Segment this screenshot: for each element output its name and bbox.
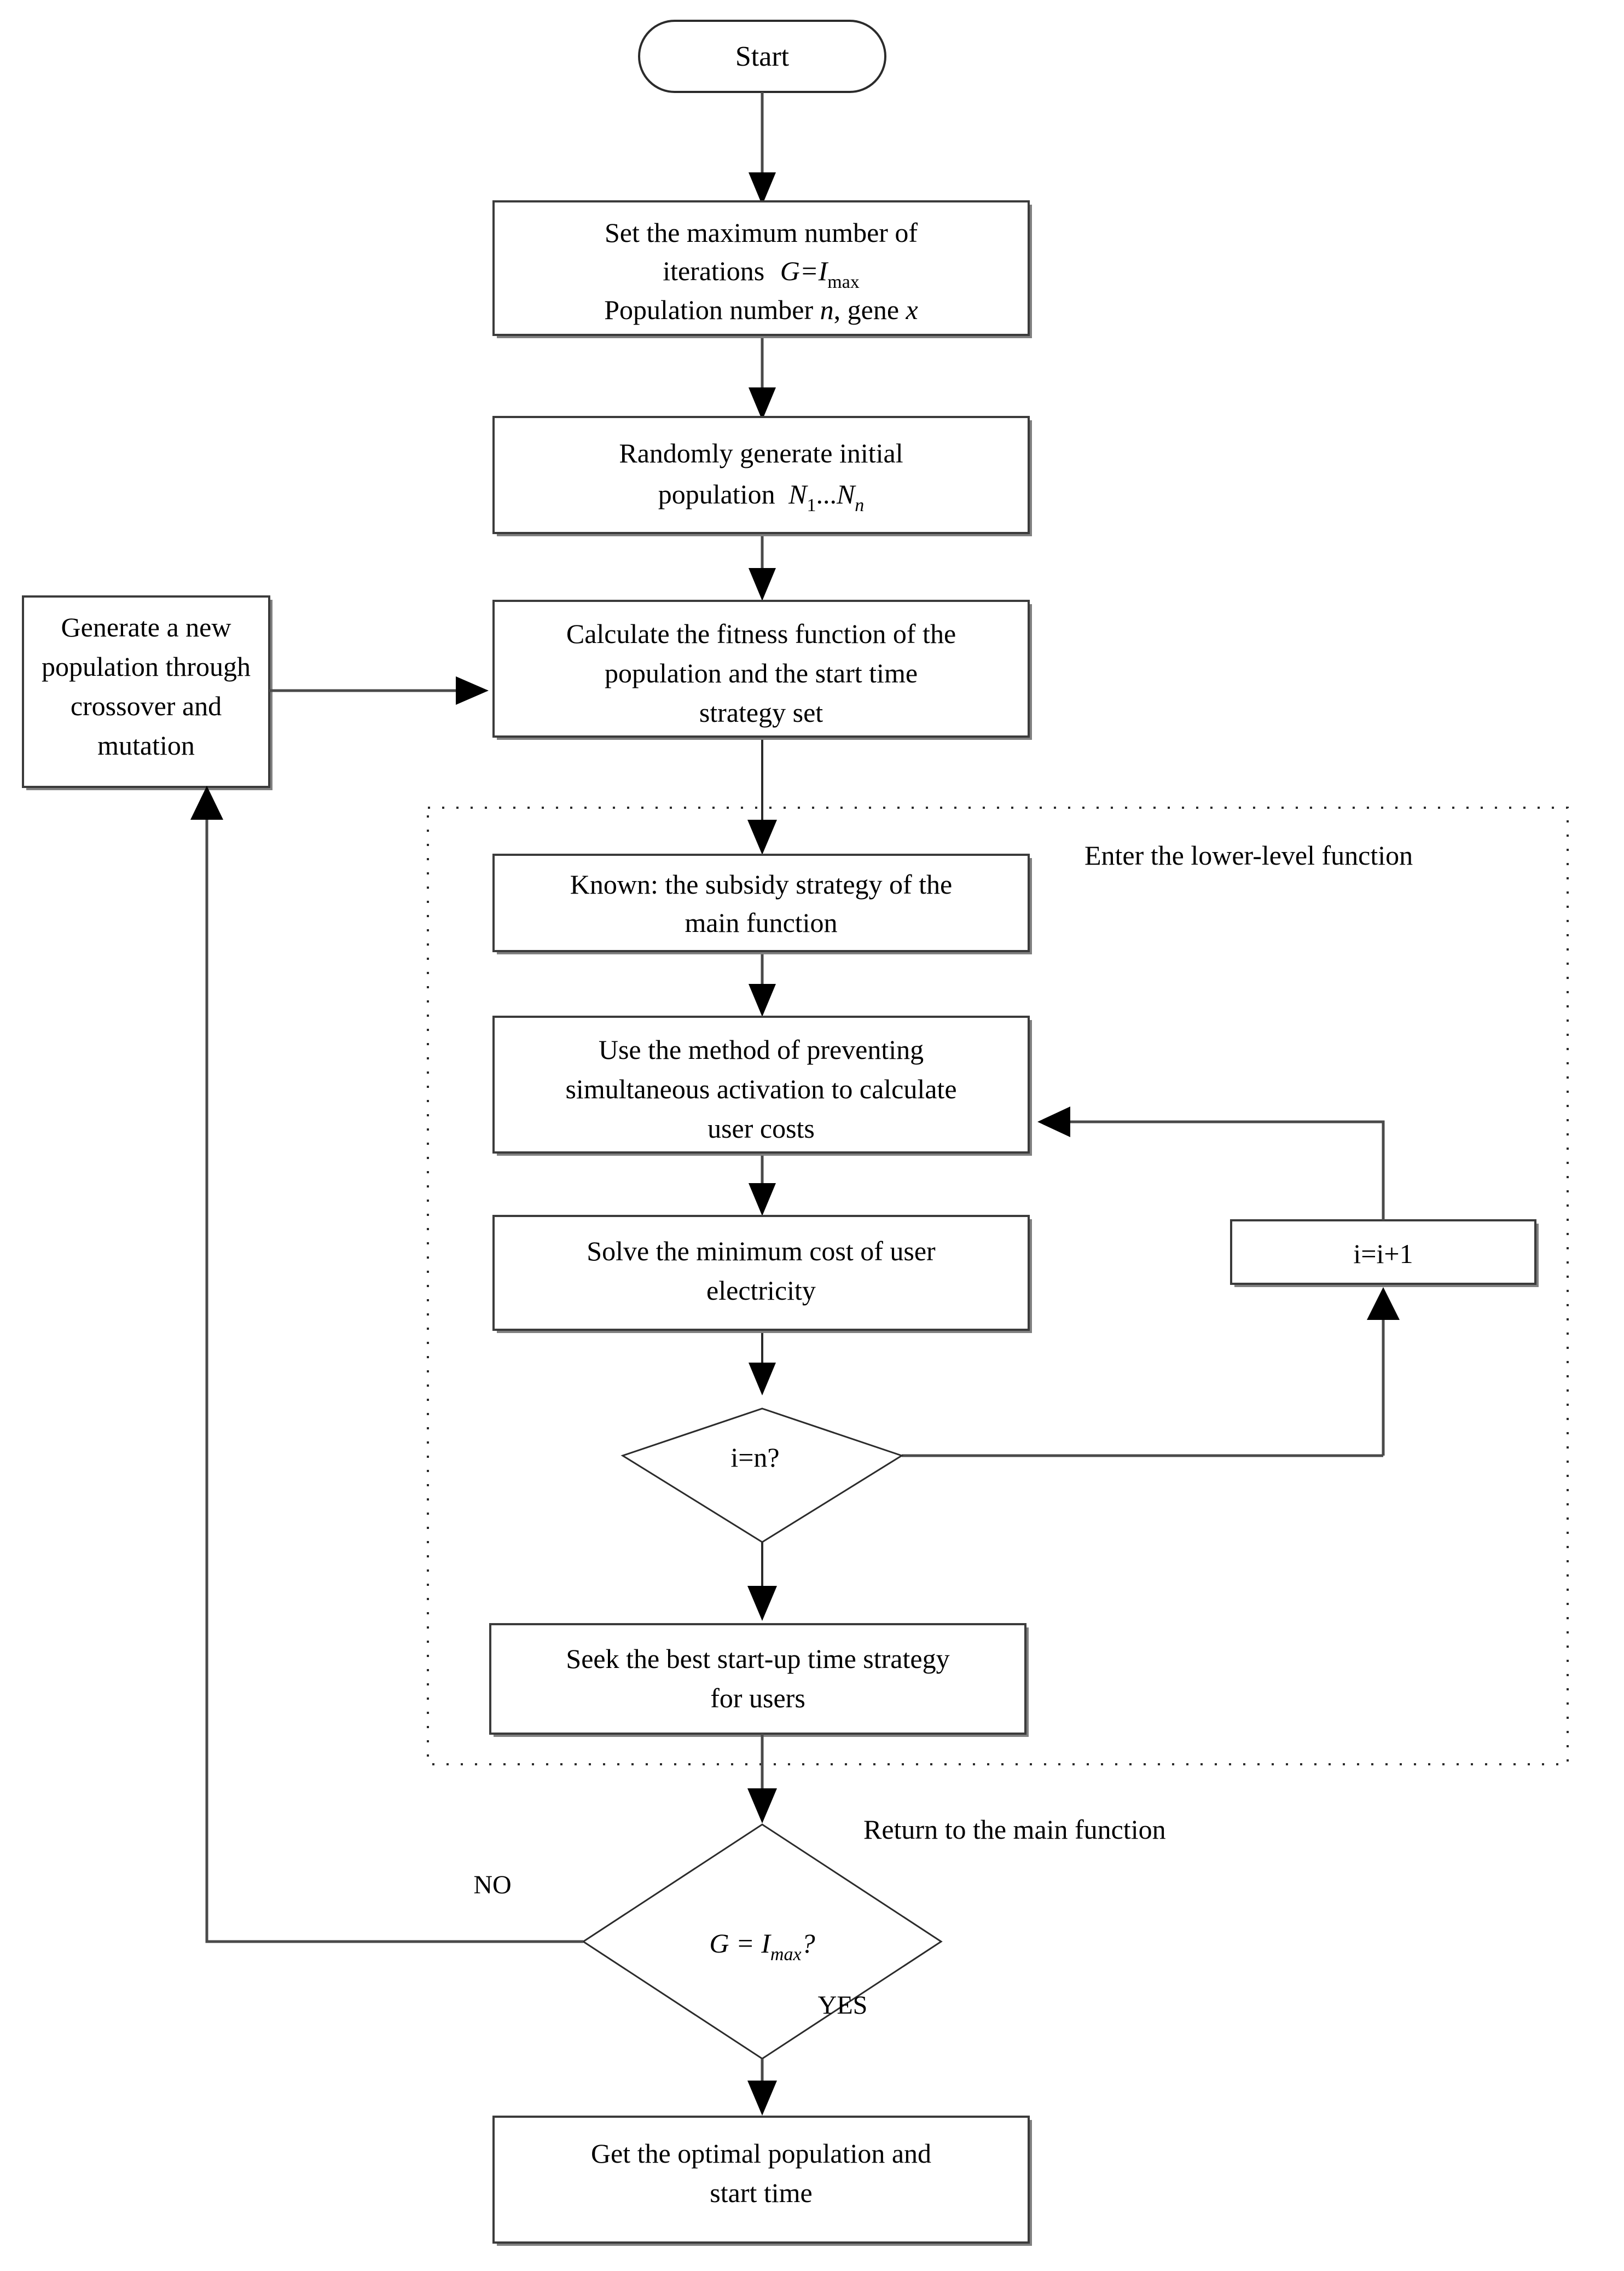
node-init-population[interactable]: Randomly generate initial population N1.… (492, 416, 1032, 536)
edge-fitness-to-known (747, 740, 777, 855)
return-to-main-label: Return to the main function (863, 1814, 1166, 1845)
init-population-varN2: N (836, 479, 856, 509)
edge-new-population-to-fitness (269, 676, 489, 705)
init-population-varN1: N (788, 479, 808, 509)
init-population-sub2: n (855, 495, 864, 515)
start-label: Start (735, 41, 790, 72)
increment-shape (1230, 1219, 1536, 1285)
best-startup-line1: Seek the best start-up time strategy (566, 1643, 949, 1674)
optimal-line2: start time (710, 2177, 812, 2208)
decision-out-pre: G = I (709, 1928, 772, 1959)
edge-start-to-set-params (749, 92, 776, 205)
node-start[interactable]: Start (638, 20, 886, 93)
decision-out-sub: max (770, 1944, 802, 1965)
node-best-startup[interactable]: Seek the best start-up time strategy for… (489, 1623, 1029, 1737)
decision-out-post: ? (802, 1928, 815, 1959)
node-fitness[interactable]: Calculate the fitness function of the po… (492, 600, 1032, 740)
fitness-line1: Calculate the fitness function of the (566, 618, 956, 649)
edge-known-to-prevent (749, 954, 776, 1017)
edge-decision-out-no-loop (190, 786, 583, 1943)
node-new-population[interactable]: Generate a new population through crosso… (22, 595, 272, 790)
set-params-line2: iterations G=Imax (663, 256, 860, 292)
node-min-cost[interactable]: Solve the minimum cost of user electrici… (492, 1215, 1032, 1333)
decision-out-label: G = Imax? (709, 1928, 815, 1965)
known-subsidy-shape (492, 854, 1030, 952)
edge-set-params-to-init (749, 338, 776, 420)
init-population-line1: Randomly generate initial (619, 438, 903, 468)
edge-label-yes: YES (818, 1991, 868, 2020)
fitness-line3: strategy set (699, 697, 823, 728)
edge-mincost-to-decision-in (749, 1333, 776, 1395)
prevent-simultaneous-shape (492, 1016, 1030, 1154)
init-population-sub1: 1 (807, 495, 816, 515)
set-params-line3-mid: , gene (834, 294, 906, 325)
set-params-line2-sub: max (827, 272, 860, 292)
min-cost-line1: Solve the minimum cost of user (587, 1236, 936, 1266)
prevent-simultaneous-line3: user costs (707, 1113, 815, 1144)
init-population-dots: ... (816, 479, 837, 509)
min-cost-line2: electricity (706, 1275, 816, 1306)
set-params-line3-var1: n (820, 294, 834, 325)
edge-decision-in-loop (902, 1106, 1400, 1457)
known-subsidy-line2: main function (685, 907, 837, 938)
new-population-line4: mutation (97, 730, 195, 761)
edge-best-to-decision-out (747, 1734, 777, 1823)
new-population-line1: Generate a new (61, 612, 231, 642)
best-startup-line2: for users (710, 1683, 805, 1713)
init-population-line2-pre: population (658, 479, 782, 509)
new-population-shape (22, 595, 270, 788)
prevent-simultaneous-line2: simultaneous activation to calculate (565, 1074, 956, 1104)
set-params-line2-pre: iterations (663, 256, 772, 286)
new-population-line3: crossover and (71, 691, 222, 721)
edge-decision-out-to-optimal (747, 2059, 777, 2116)
set-params-line1: Set the maximum number of (605, 217, 918, 248)
prevent-simultaneous-line1: Use the method of preventing (599, 1034, 924, 1065)
fitness-shape (492, 600, 1030, 738)
group-label-lower-level: Enter the lower-level function (1084, 840, 1413, 871)
node-prevent-simultaneous[interactable]: Use the method of preventing simultaneou… (492, 1016, 1032, 1156)
init-population-line2: population N1...Nn (658, 479, 865, 515)
fitness-line2: population and the start time (605, 658, 918, 688)
edge-prevent-to-mincost (749, 1156, 776, 1216)
increment-label: i=i+1 (1353, 1238, 1413, 1269)
node-optimal[interactable]: Get the optimal population and start tim… (492, 2116, 1032, 2246)
set-params-line2-math: G=I (780, 256, 829, 286)
decision-in-label: i=n? (730, 1442, 779, 1473)
min-cost-shape (492, 1215, 1030, 1331)
lower-level-function-group (427, 807, 1569, 1765)
node-known-subsidy[interactable]: Known: the subsidy strategy of the main … (492, 854, 1032, 954)
set-params-line3-var2: x (906, 294, 918, 325)
node-decision-in[interactable]: i=n? (620, 1407, 904, 1543)
known-subsidy-line1: Known: the subsidy strategy of the (570, 869, 953, 900)
edge-decision-in-to-best (747, 1542, 777, 1621)
new-population-line2: population through (42, 651, 251, 682)
set-params-line3-pre: Population number (604, 294, 820, 325)
optimal-line1: Get the optimal population and (591, 2138, 931, 2169)
optimal-shape (492, 2116, 1030, 2244)
edge-init-to-fitness (749, 536, 776, 601)
edge-label-no: NO (473, 1870, 511, 1899)
set-params-shape (492, 200, 1030, 336)
init-population-shape (492, 416, 1030, 534)
node-set-params[interactable]: Set the maximum number of iterations G=I… (492, 200, 1032, 338)
node-increment[interactable]: i=i+1 (1230, 1219, 1539, 1287)
node-decision-out[interactable]: G = Imax? (582, 1823, 943, 2060)
decision-in-shape (620, 1407, 904, 1543)
best-startup-shape (489, 1623, 1026, 1735)
set-params-line3: Population number n, gene x (604, 294, 918, 325)
